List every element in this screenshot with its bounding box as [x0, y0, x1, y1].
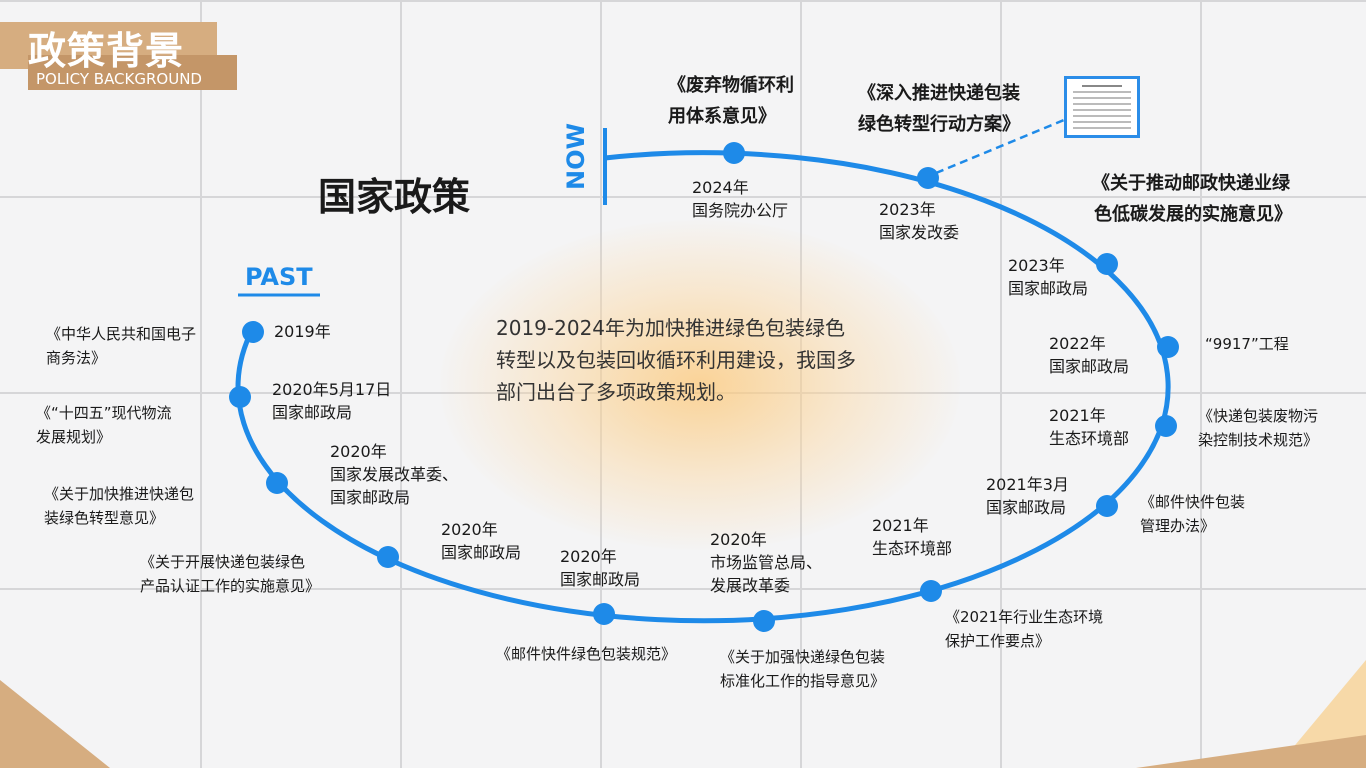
corner-decoration: [0, 680, 110, 768]
event-doc: 《中华人民共和国电子商务法》: [46, 325, 197, 367]
event-doc: 《关于开展快递包装绿色产品认证工作的实施意见》: [140, 553, 321, 595]
section-title: 国家政策: [318, 175, 471, 219]
timeline-dot: [593, 603, 615, 625]
timeline-dot: [1096, 253, 1118, 275]
grid-line: [1200, 0, 1202, 768]
past-label: PAST: [245, 263, 313, 291]
grid-line: [1000, 0, 1002, 768]
event-label: 2022年国家邮政局: [1049, 334, 1130, 376]
timeline-dot: [1155, 415, 1177, 437]
timeline-dot: [917, 167, 939, 189]
event-label: 2020年市场监管总局、发展改革委: [710, 530, 823, 595]
grid-line: [0, 588, 1366, 590]
event-label: 2020年5月17日国家邮政局: [272, 380, 392, 422]
grid-line: [0, 196, 1366, 198]
event-label: 2020年国家发展改革委、国家邮政局: [330, 442, 459, 507]
event-doc: 《邮件快件绿色包装规范》: [496, 645, 677, 663]
grid-line: [200, 0, 202, 768]
timeline-dot: [1096, 495, 1118, 517]
event-label: 2019年: [274, 322, 331, 341]
event-doc: 《快递包装废物污染控制技术规范》: [1198, 407, 1319, 449]
page-subtitle: POLICY BACKGROUND: [36, 70, 202, 88]
event-doc: 《关于加快推进快递包装绿色转型意见》: [44, 485, 195, 527]
event-doc: “9917”工程: [1205, 335, 1289, 353]
corner-decoration: [1136, 735, 1366, 768]
callout-line: [935, 118, 1065, 175]
event-doc: 《邮件快件包装管理办法》: [1140, 493, 1246, 535]
event-label: 2020年国家邮政局: [441, 520, 522, 562]
event-label: 2021年生态环境部: [872, 516, 953, 558]
event-label: 2021年3月国家邮政局: [986, 475, 1069, 517]
event-doc: 《深入推进快递包装绿色转型行动方案》: [858, 83, 1020, 135]
event-doc: 《2021年行业生态环境保护工作要点》: [945, 608, 1104, 650]
timeline-dot: [1157, 336, 1179, 358]
event-doc: 《废弃物循环利用体系意见》: [668, 75, 794, 127]
event-label: 2024年国务院办公厅: [692, 178, 789, 220]
page-title: 政策背景: [28, 29, 185, 73]
timeline-path: [235, 150, 1171, 624]
center-glow: [440, 220, 960, 550]
event-doc: 《“十四五”现代物流发展规划》: [36, 404, 172, 446]
subtitle-banner: [28, 55, 237, 90]
event-label: 2023年国家邮政局: [1008, 256, 1089, 298]
event-label: 2021年生态环境部: [1049, 406, 1130, 448]
grid-line: [400, 0, 402, 768]
timeline-dot: [229, 386, 251, 408]
document-thumbnail: [1064, 76, 1140, 138]
timeline-dot: [242, 321, 264, 343]
timeline-dot: [753, 610, 775, 632]
event-label: 2023年国家发改委: [879, 200, 960, 242]
timeline-dot: [920, 580, 942, 602]
timeline-dot: [266, 472, 288, 494]
summary-text: 2019-2024年为加快推进绿色包装绿色 转型以及包装回收循环利用建设，我国多…: [496, 316, 856, 404]
event-label: 2020年国家邮政局: [560, 547, 641, 589]
grid-line: [0, 0, 1366, 2]
event-doc: 《关于推动邮政快递业绿色低碳发展的实施意见》: [1092, 173, 1292, 225]
now-label: NOW: [562, 123, 590, 190]
event-doc: 《关于加强快递绿色包装标准化工作的指导意见》: [720, 648, 886, 690]
timeline-dot: [723, 142, 745, 164]
timeline-dot: [377, 546, 399, 568]
